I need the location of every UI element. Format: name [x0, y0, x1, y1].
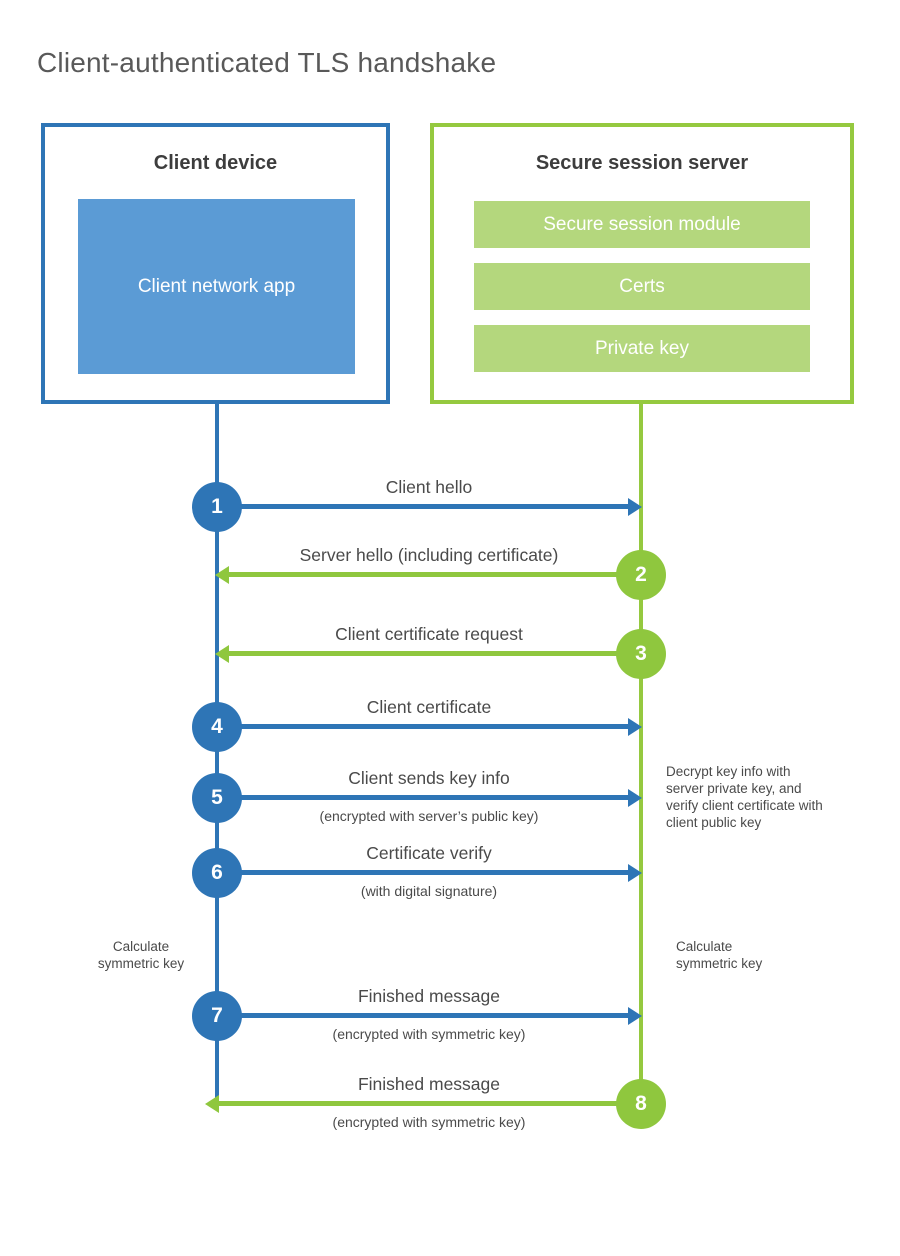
- client-network-app-label: Client network app: [137, 275, 296, 297]
- step-6-number-badge: 6: [192, 848, 242, 898]
- page-title: Client-authenticated TLS handshake: [37, 46, 497, 78]
- step-5-label: Client sends key info: [348, 768, 510, 788]
- step-2-number-badge: 2: [616, 550, 666, 600]
- server-lifeline: [639, 404, 643, 1104]
- step-7-arrowhead-icon: [628, 1007, 642, 1025]
- step-2-label: Server hello (including certificate): [299, 545, 559, 565]
- server-module-bar: Certs: [474, 263, 810, 310]
- step-5-arrowhead-icon: [628, 789, 642, 807]
- step-4-number-badge: 4: [192, 702, 242, 752]
- step-4-arrowhead-icon: [628, 718, 642, 736]
- step-8-number-badge: 8: [616, 1079, 666, 1129]
- step-5-sublabel: (encrypted with server’s public key): [319, 808, 539, 824]
- step-6-arrow-line: [217, 870, 628, 875]
- step-5-number-badge: 5: [192, 773, 242, 823]
- step-7-number-badge: 7: [192, 991, 242, 1041]
- step-3-arrow-line: [229, 651, 641, 656]
- step-6-label: Certificate verify: [366, 843, 492, 863]
- step-3-label: Client certificate request: [335, 624, 523, 644]
- step-2-arrowhead-icon: [215, 566, 229, 584]
- step-8-label: Finished message: [357, 1074, 501, 1094]
- client-calculate-symmetric-key-note: Calculate symmetric key: [97, 939, 185, 971]
- step-4-arrow-line: [217, 724, 628, 729]
- step-6-arrowhead-icon: [628, 864, 642, 882]
- step-5-arrow-line: [217, 795, 628, 800]
- step-8-arrow-line: [219, 1101, 641, 1106]
- step-7-label: Finished message: [357, 986, 501, 1006]
- step-1-label: Client hello: [385, 477, 473, 497]
- server-decrypt-note: Decrypt key info with server private key…: [666, 764, 823, 830]
- step-1-arrow-line: [217, 504, 628, 509]
- client-lifeline: [215, 404, 219, 1104]
- step-1-arrowhead-icon: [628, 498, 642, 516]
- client-network-app-box: Client network app: [78, 199, 355, 374]
- secure-session-server-title: Secure session server: [535, 152, 749, 174]
- step-8-sublabel: (encrypted with symmetric key): [332, 1114, 526, 1130]
- server-module-bar: Private key: [474, 325, 810, 372]
- step-2-arrow-line: [229, 572, 641, 577]
- server-calculate-symmetric-key-note: Calculate symmetric key: [676, 939, 763, 971]
- step-1-number-badge: 1: [192, 482, 242, 532]
- server-module-bar: Secure session module: [474, 201, 810, 248]
- step-6-sublabel: (with digital signature): [360, 883, 498, 899]
- step-3-number-badge: 3: [616, 629, 666, 679]
- step-7-arrow-line: [217, 1013, 628, 1018]
- step-4-label: Client certificate: [366, 697, 492, 717]
- step-3-arrowhead-icon: [215, 645, 229, 663]
- step-7-sublabel: (encrypted with symmetric key): [332, 1026, 526, 1042]
- client-device-title: Client device: [153, 152, 278, 174]
- step-8-arrowhead-icon: [205, 1095, 219, 1113]
